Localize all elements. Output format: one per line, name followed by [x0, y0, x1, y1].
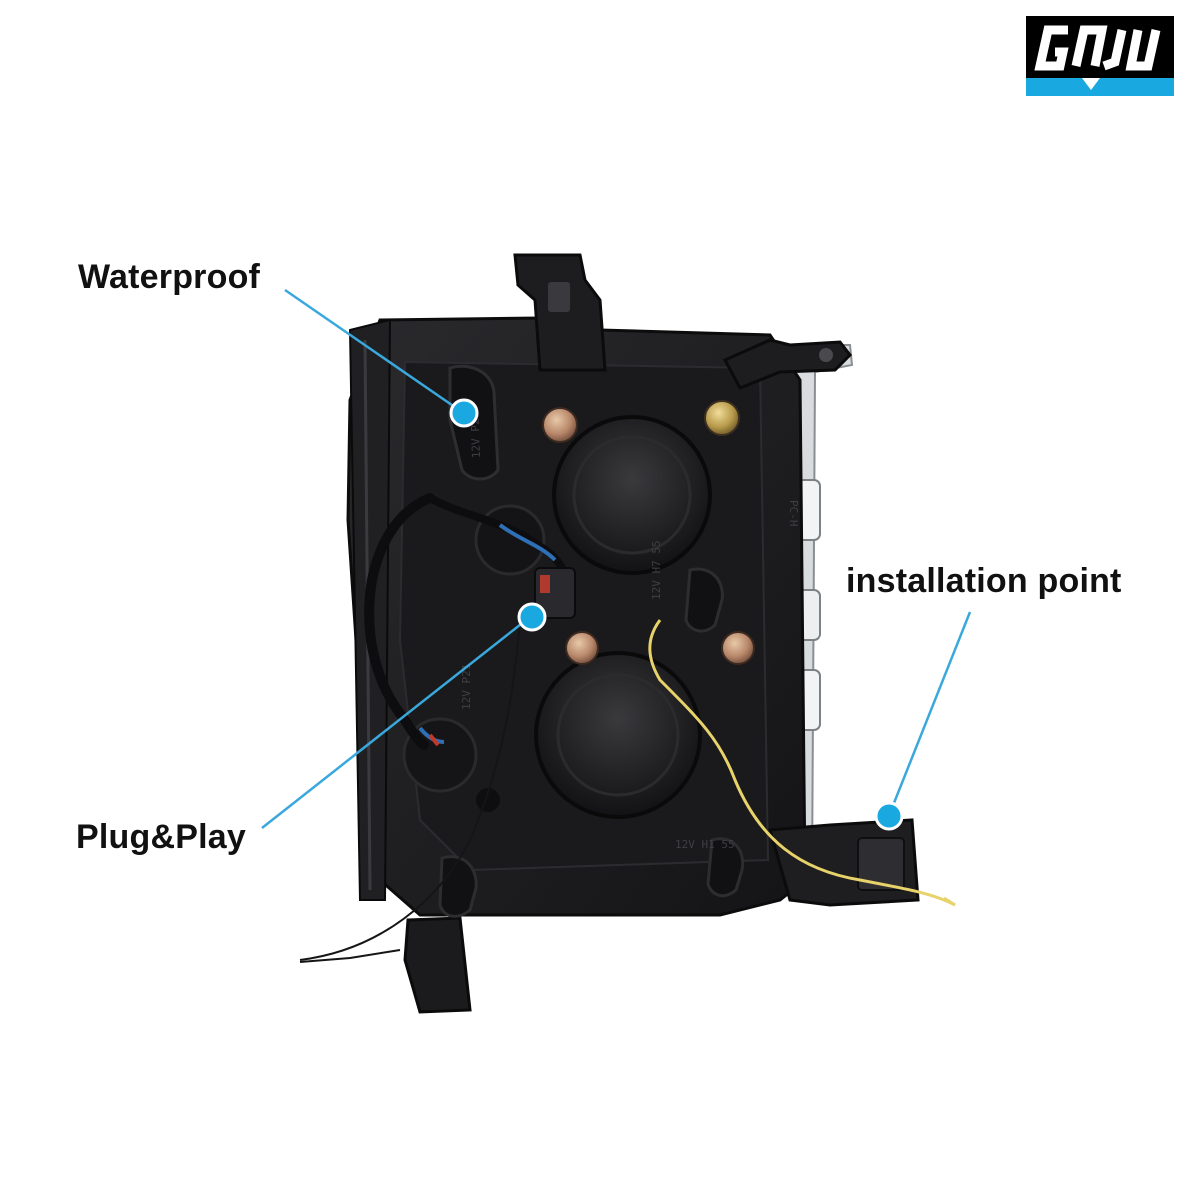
yellow-wire — [648, 619, 956, 907]
top-mount-tab — [513, 253, 607, 372]
marking-mid-bulb: 12V H7 55 — [650, 540, 663, 600]
marking-lower-bulb: 12V P21 — [460, 664, 473, 710]
waterproof-callout-line — [284, 288, 463, 414]
marking-side: PC-H — [787, 500, 800, 527]
plugplay-callout-line — [261, 616, 531, 829]
install-dot — [874, 801, 904, 831]
plugplay-label: Plug&Play — [76, 818, 246, 856]
waterproof-label: Waterproof — [78, 258, 261, 296]
wiring-harness — [364, 493, 435, 750]
high-beam-cap — [552, 415, 712, 575]
waterproof-dot — [449, 398, 479, 428]
low-beam-cap — [534, 651, 702, 819]
installation-point-label: installation point — [846, 562, 1122, 600]
install-callout-line — [888, 611, 972, 814]
plugplay-dot — [517, 602, 547, 632]
marking-low-beam: 12V H1 55 — [675, 838, 735, 851]
brand-logo — [1026, 16, 1174, 96]
